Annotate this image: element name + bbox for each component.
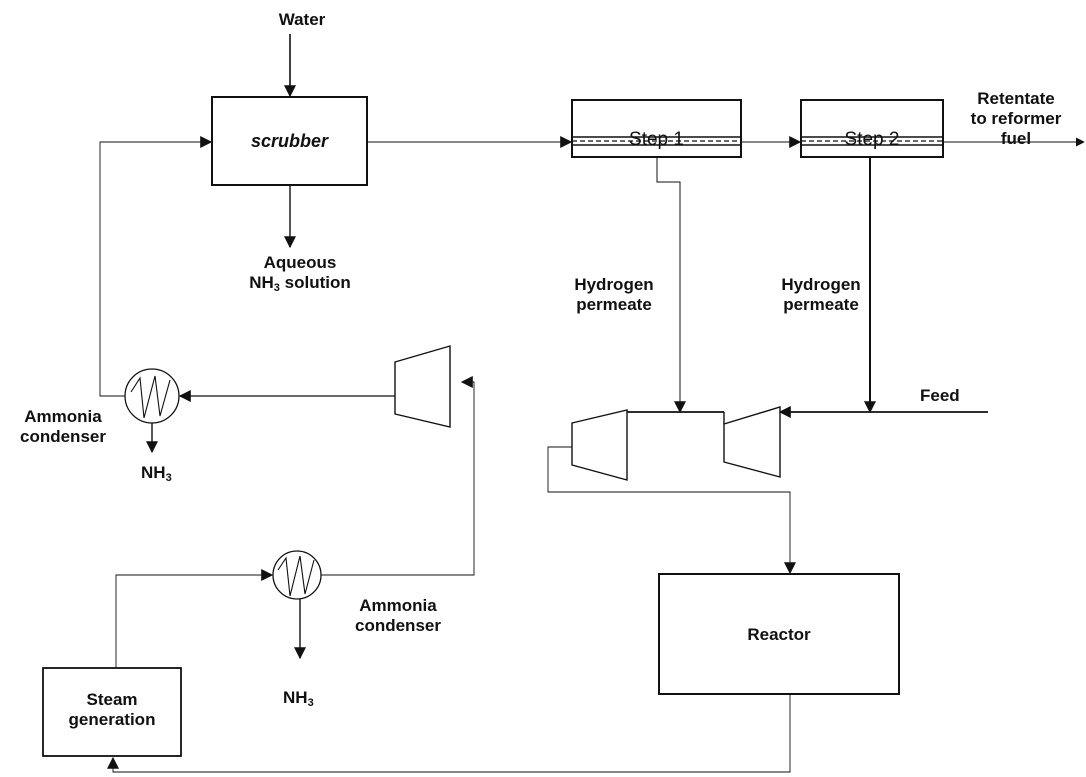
upper-compressor xyxy=(394,345,451,428)
compressor-to-reactor-line xyxy=(547,446,796,575)
ammonia-condenser-1-line2: condenser xyxy=(20,427,106,446)
nh3-top-label: NH3 xyxy=(141,463,172,484)
membrane-step2 xyxy=(800,99,944,158)
aqueous-label-line2: NH3 solution xyxy=(249,273,351,294)
ammonia-condenser-1-label: Ammonia condenser xyxy=(8,407,118,447)
retentate-label: Retentate to reformer fuel xyxy=(948,89,1084,149)
ammonia-condenser-2-label: Ammonia condenser xyxy=(338,596,458,636)
ammonia-condenser-2-line2: condenser xyxy=(355,616,441,635)
steam-generation-label: Steam generation xyxy=(43,690,181,730)
reactor-label: Reactor xyxy=(747,625,811,644)
water-label: Water xyxy=(278,10,326,29)
hydrogen-permeate-1-label: Hydrogen permeate xyxy=(564,275,664,315)
hydrogen-permeate-2-line1: Hydrogen xyxy=(781,275,861,294)
lower-ammonia-condenser xyxy=(272,550,322,600)
steam-to-condenser-line xyxy=(115,569,274,668)
hydrogen-permeate-1-line2: permeate xyxy=(576,295,652,314)
upper-ammonia-condenser xyxy=(124,368,180,424)
condenser-to-compressor-line xyxy=(321,376,475,576)
steam-generation-line2: generation xyxy=(68,710,156,729)
ammonia-condenser-2-line1: Ammonia xyxy=(359,596,437,615)
hydrogen-permeate-2-line2: permeate xyxy=(783,295,859,314)
aqueous-label-line1: Aqueous xyxy=(263,253,337,272)
feed-label: Feed xyxy=(920,386,960,405)
steam-generation-line1: Steam xyxy=(86,690,138,709)
permeate1-line xyxy=(656,157,686,414)
reactor-to-steam-line xyxy=(107,694,791,773)
steam-generation-box xyxy=(42,667,182,757)
step2-label: Step 2 xyxy=(844,129,900,150)
condenser-to-scrubber-line xyxy=(99,136,213,397)
step1-label: Step 1 xyxy=(629,129,684,150)
retentate-label-line3: fuel xyxy=(1000,129,1032,148)
scrubber-label: scrubber xyxy=(250,131,329,151)
nh3-bottom-label: NH3 xyxy=(283,688,314,709)
feed-compressor xyxy=(723,406,781,478)
retentate-label-line1: Retentate xyxy=(977,89,1055,108)
hydrogen-permeate-1-line1: Hydrogen xyxy=(574,275,654,294)
retentate-label-line2: to reformer xyxy=(970,109,1062,128)
hydrogen-permeate-2-label: Hydrogen permeate xyxy=(771,275,871,315)
reactor-box xyxy=(658,573,900,695)
recycle-compressor xyxy=(571,409,628,481)
membrane-step1 xyxy=(571,99,742,158)
aqueous-label: Aqueous NH3 solution xyxy=(200,253,400,294)
ammonia-condenser-1-line1: Ammonia xyxy=(24,407,102,426)
